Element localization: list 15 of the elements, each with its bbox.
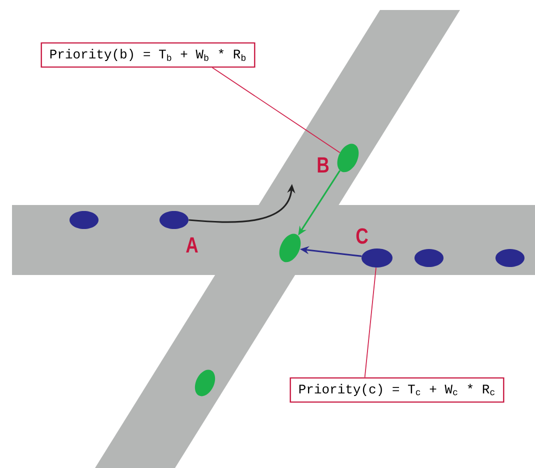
car (496, 249, 524, 267)
car (194, 370, 216, 396)
car-letter: B (318, 157, 329, 173)
formula-box: Priority(c) = T$_{c}$ + W$_{c}$ * R$_{c}$ (290, 377, 504, 403)
car (279, 234, 301, 262)
car-letter: A (186, 237, 198, 253)
leader-line (364, 267, 376, 378)
leader-line (212, 67, 340, 154)
car (70, 211, 98, 229)
car (160, 211, 188, 229)
formula-box: Priority(b) = T$_{b}$ + W$_{b}$ * R$_{b}$ (40, 42, 256, 68)
car (337, 144, 359, 172)
car (414, 249, 444, 267)
car-letter: C (356, 228, 368, 244)
car (362, 248, 392, 268)
